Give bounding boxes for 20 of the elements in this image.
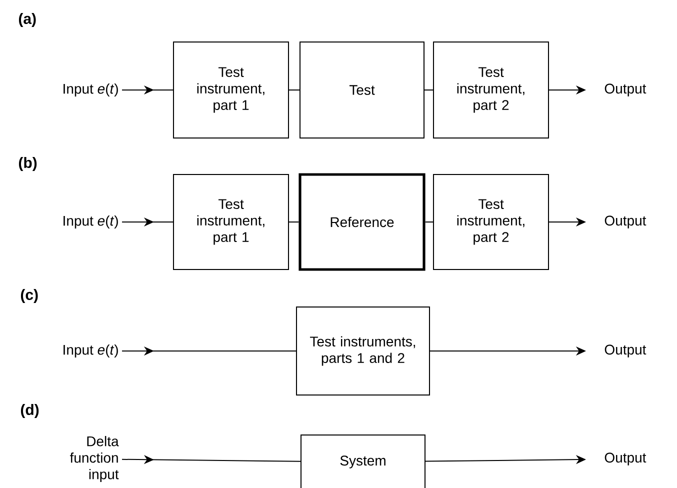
process-box: Test <box>300 42 424 138</box>
input-label: Delta function input <box>70 436 119 482</box>
input-label: Input e(t) <box>64 344 118 358</box>
process-box: Test instrument, part 1 <box>173 42 289 138</box>
input-label: Input e(t) <box>64 215 118 229</box>
output-label: Output <box>604 452 646 466</box>
process-box: System <box>300 434 426 488</box>
output-label: Output <box>604 344 646 358</box>
output-label: Output <box>604 84 646 96</box>
process-box: Reference <box>298 173 426 271</box>
process-box: Test instruments, parts 1 and 2 <box>296 306 430 396</box>
panel-label: (c) <box>20 289 38 303</box>
process-box: Test instrument, part 2 <box>433 42 549 138</box>
process-box: Test instrument, part 1 <box>173 174 289 270</box>
process-box: Test instrument, part 2 <box>433 174 549 270</box>
panel-label: (d) <box>20 404 39 418</box>
input-label: Input e(t) <box>64 83 118 97</box>
panel-label: (b) <box>18 157 37 171</box>
panel-label: (a) <box>18 13 36 27</box>
output-label: Output <box>604 216 646 228</box>
